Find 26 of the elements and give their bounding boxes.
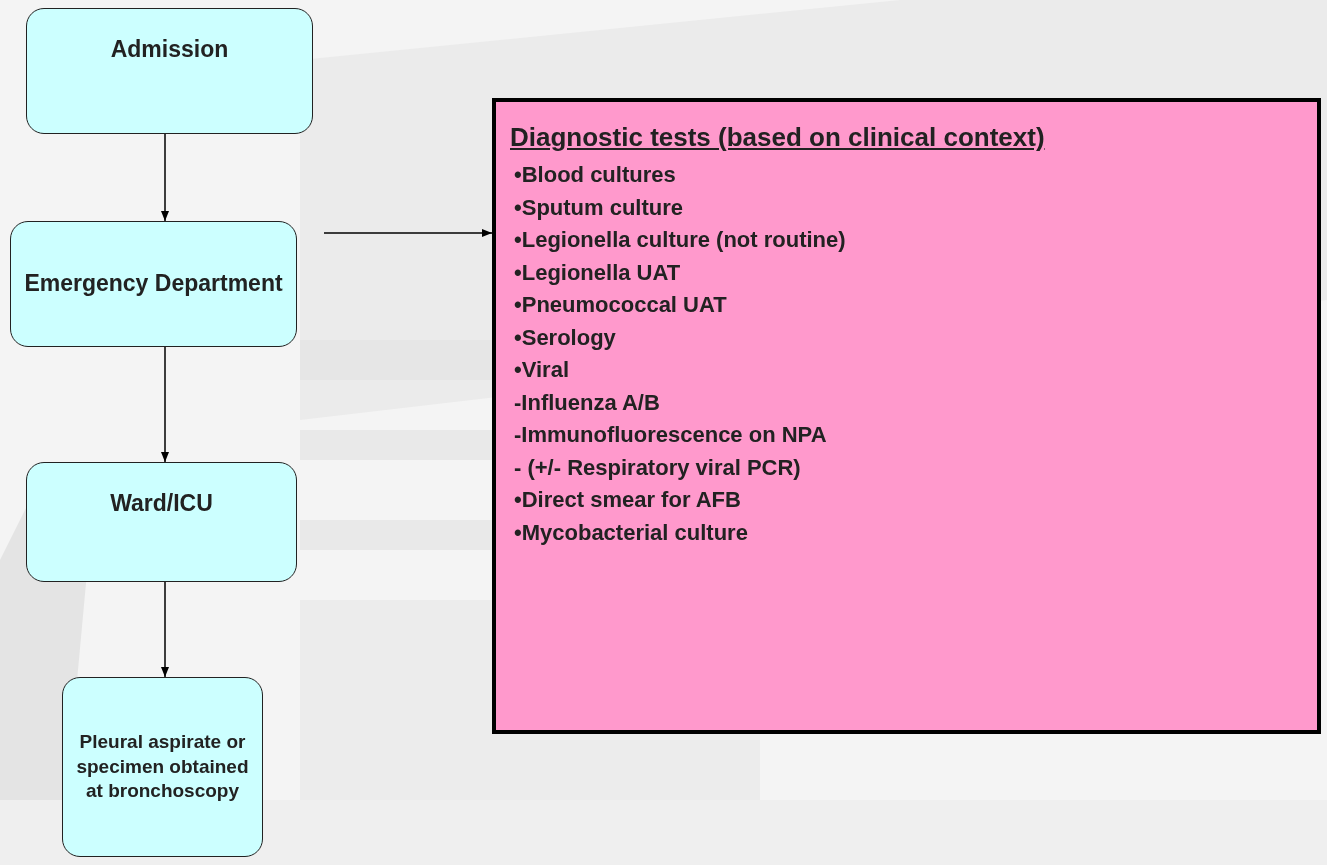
step-label: Emergency Department (24, 269, 283, 299)
test-item: -Influenza A/B (514, 388, 661, 417)
arrow (161, 581, 169, 678)
panel-heading: Diagnostic tests (based on clinical context) (510, 122, 1046, 153)
step-label: Admission (110, 35, 229, 64)
test-item: •Viral (514, 356, 570, 384)
test-item: •Sputum culture (514, 193, 685, 222)
step-label: Pleural aspirate or specimen obtained at bronchoscopy (75, 729, 250, 804)
step-box (26, 8, 313, 134)
test-item: •Direct smear for AFB (514, 486, 742, 514)
test-item: - (+/- Respiratory viral PCR) (514, 453, 802, 482)
arrow (161, 133, 169, 222)
arrow (161, 346, 169, 463)
arrow (323, 229, 493, 237)
test-item: •Legionella culture (not routine) (514, 226, 847, 254)
step-box (10, 221, 297, 347)
step-label: Ward/ICU (110, 489, 213, 518)
test-item: •Mycobacterial culture (514, 518, 749, 547)
test-item: •Blood cultures (514, 161, 677, 189)
tests-panel (492, 98, 1321, 734)
test-item: •Serology (514, 323, 617, 352)
test-item: •Pneumococcal UAT (514, 291, 728, 319)
test-item: •Legionella UAT (514, 258, 682, 287)
test-item: -Immunofluorescence on NPA (514, 421, 828, 449)
step-box (62, 677, 263, 857)
step-box (26, 462, 297, 582)
